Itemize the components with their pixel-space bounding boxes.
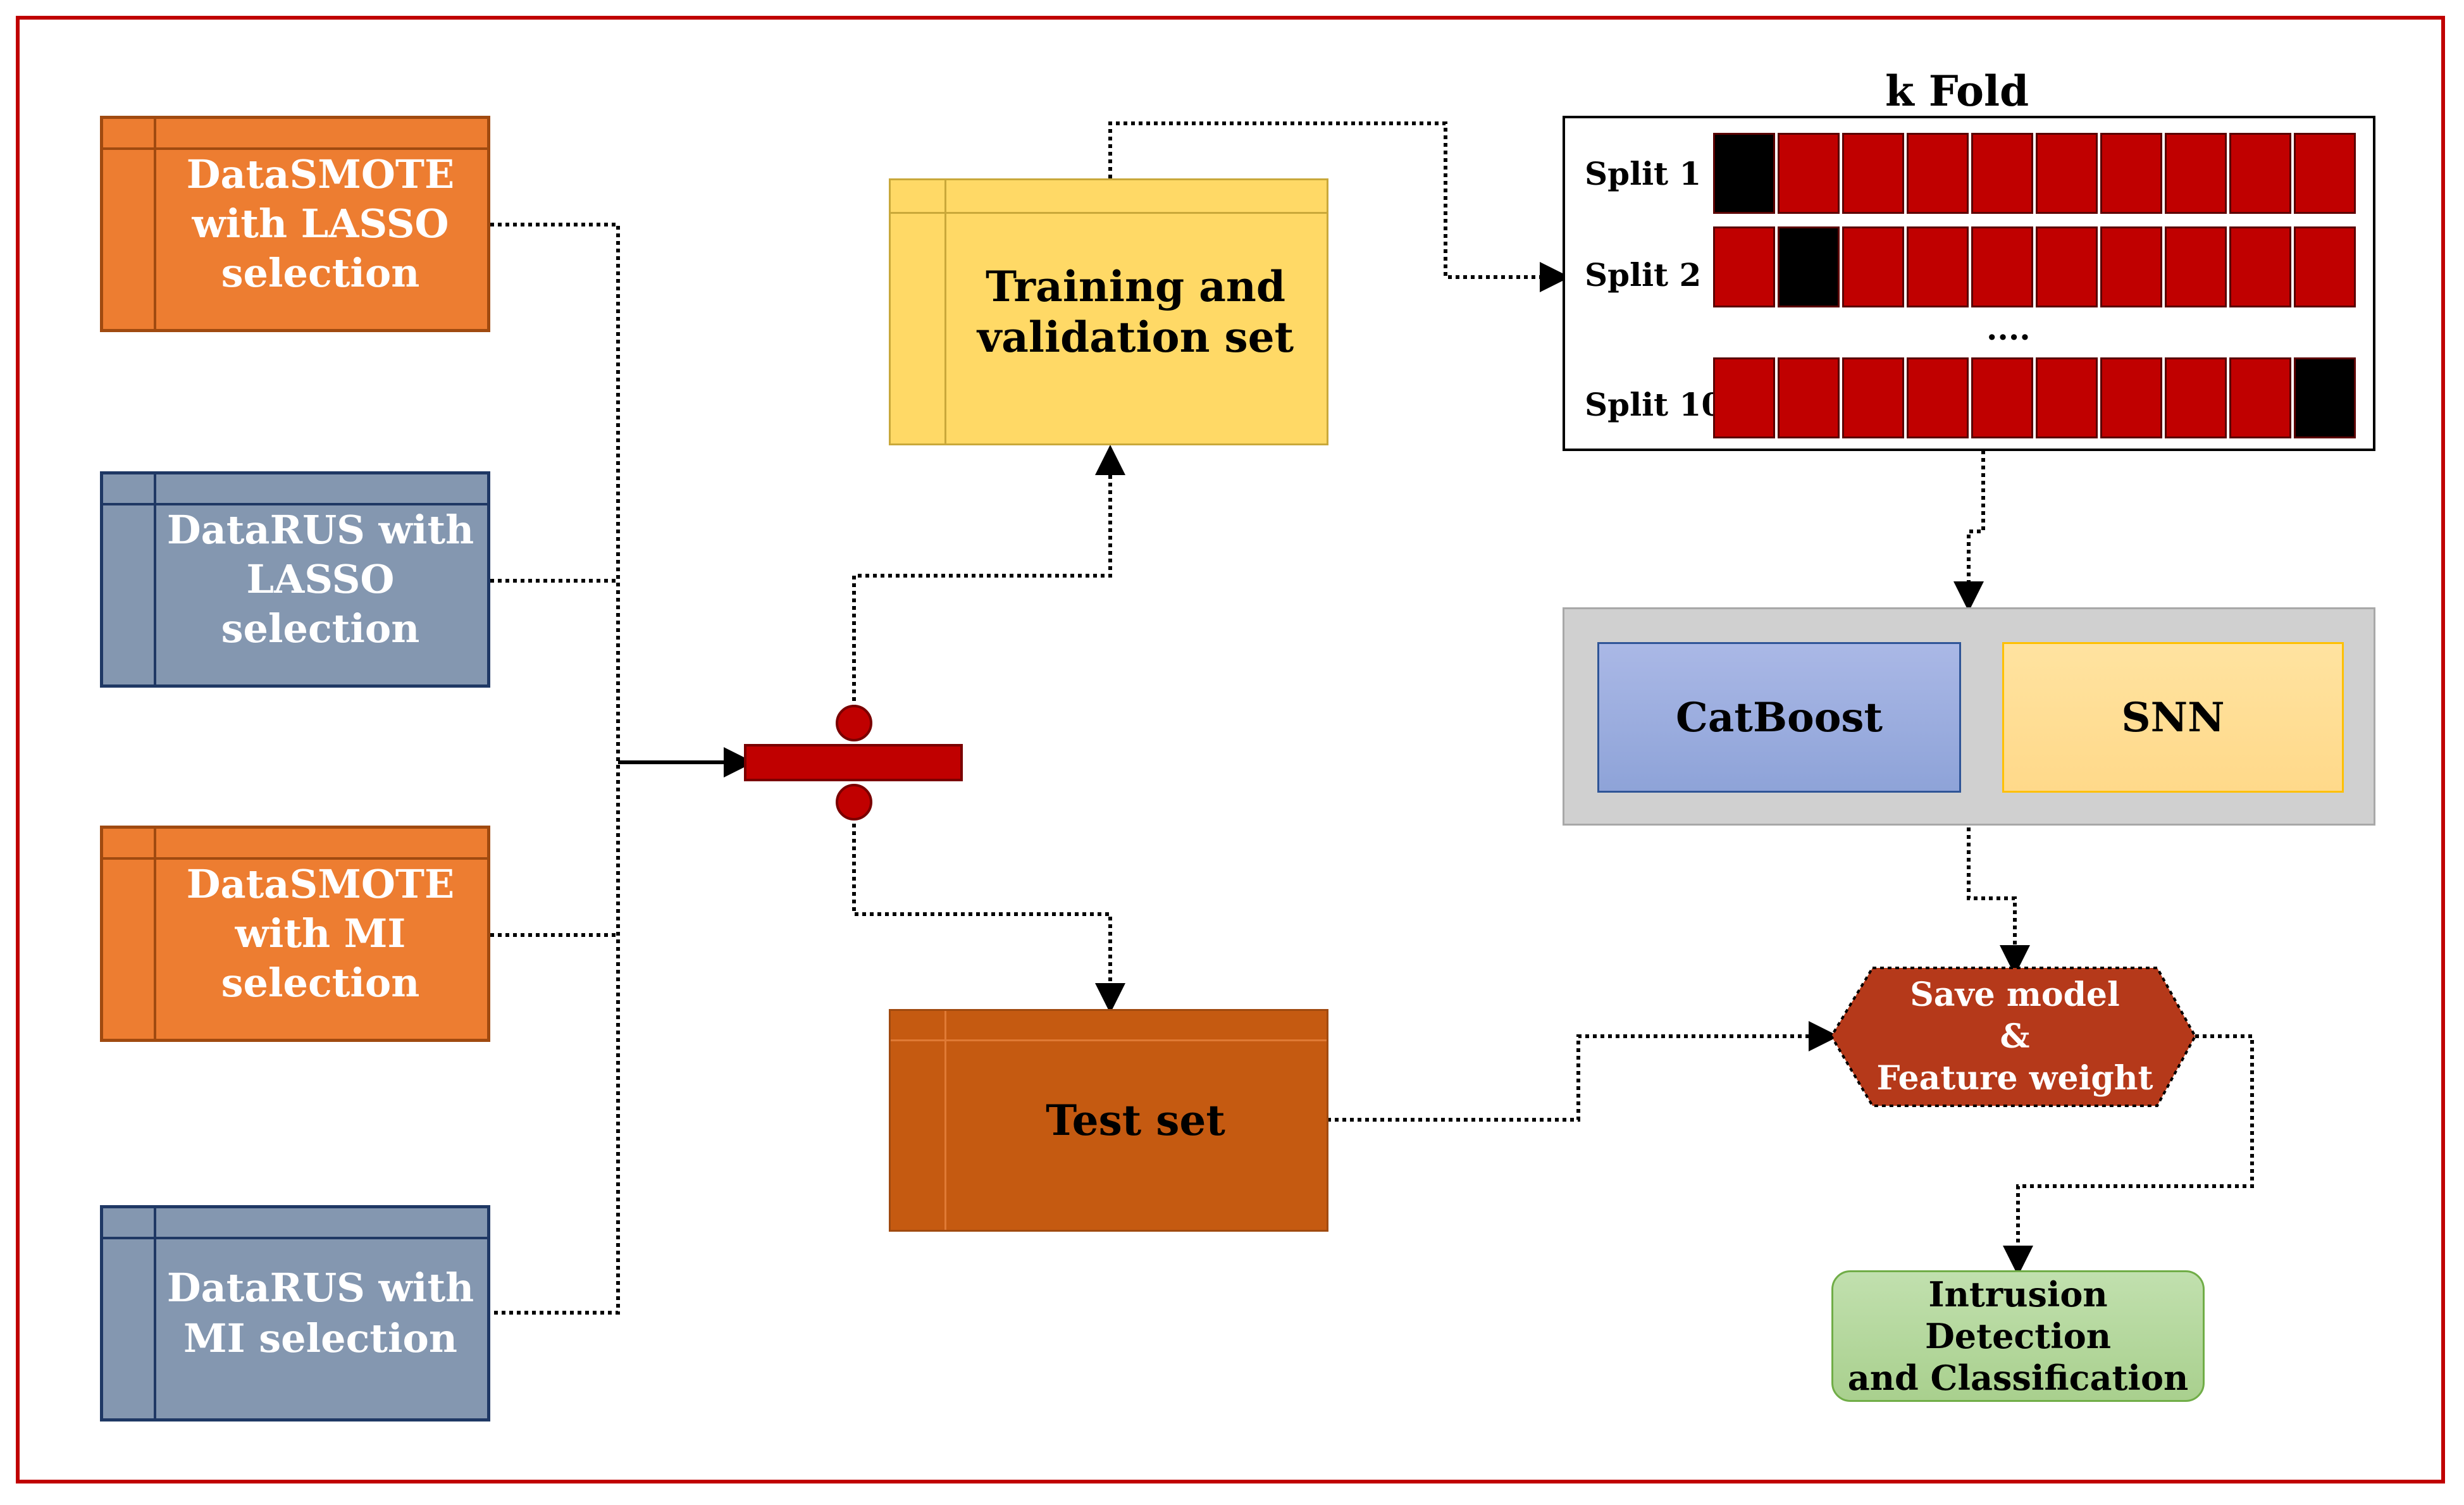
dataset-line: DataRUS with (166, 507, 474, 553)
dataset-line: DataRUS with (166, 1265, 474, 1311)
arrow-to-training (852, 445, 1125, 709)
dataset-box-smote-lasso: DataSMOTE with LASSO selection (100, 116, 490, 332)
fold-cell (1778, 226, 1840, 307)
split-2-label: Split 2 : (1585, 256, 1724, 294)
dataset-box-rus-mi: DataRUS with MI selection (100, 1205, 490, 1421)
save-model-line: Save model (1910, 975, 2120, 1014)
catboost-box: CatBoost (1597, 642, 1961, 793)
fold-cell (2229, 357, 2291, 438)
fold-cell (1907, 357, 1969, 438)
dataset-line: selection (221, 960, 420, 1006)
test-set-box: Test set (889, 1009, 1328, 1232)
fold-cell (2036, 226, 2098, 307)
output-line: and Classification (1847, 1358, 2189, 1398)
arrow-to-models (1953, 450, 1985, 612)
fold-cell (1971, 133, 2033, 214)
fold-cell (1842, 226, 1904, 307)
fold-cell (2165, 357, 2227, 438)
fold-cell (2229, 226, 2291, 307)
training-validation-box: Training and validation set (889, 178, 1328, 445)
snn-box: SNN (2002, 642, 2344, 793)
save-model-line: Feature weight (1876, 1059, 2153, 1098)
save-model-hexagon (1829, 967, 2197, 1107)
fold-cell (1713, 226, 1775, 307)
dataset-line: LASSO (246, 556, 395, 602)
dataset-line: MI selection (183, 1315, 457, 1361)
fold-cell (1842, 133, 1904, 214)
fold-cell (2100, 133, 2162, 214)
snn-label: SNN (2121, 693, 2225, 741)
arrow-to-kfold (1108, 121, 1570, 292)
fold-cell (1971, 226, 2033, 307)
arrow-to-test (852, 816, 1125, 1013)
dataset-line: with MI (235, 910, 406, 957)
kfold-title: k Fold (1885, 66, 2029, 116)
splitter-dot-top (836, 705, 872, 741)
splitter-dot-bottom (836, 784, 872, 821)
fold-cell (2100, 226, 2162, 307)
fold-cell (2294, 133, 2356, 214)
dataset-box-smote-mi: DataSMOTE with MI selection (100, 826, 490, 1042)
dataset-line: selection (221, 250, 420, 296)
fold-cell (2165, 133, 2227, 214)
fold-cell (2036, 357, 2098, 438)
dataset-line: DataSMOTE (186, 861, 455, 907)
save-model-text: Save model & Feature weight (1873, 968, 2157, 1106)
split-1-label: Split 1 : (1585, 155, 1724, 192)
fold-cell (1778, 133, 1840, 214)
arrow-test-to-save (1327, 1021, 1839, 1122)
fold-cell (1971, 357, 2033, 438)
fold-cell (1842, 357, 1904, 438)
test-set-label: Test set (1046, 1096, 1225, 1145)
dataset-line: with LASSO (192, 201, 449, 247)
diagram-frame (16, 16, 2445, 1483)
fold-cell (1778, 357, 1840, 438)
intrusion-detection-box: Intrusion Detection and Classification (1831, 1270, 2205, 1402)
fold-cell (1713, 357, 1775, 438)
arrow-to-save (1967, 827, 2030, 975)
training-line: Training and (985, 262, 1285, 311)
fold-cell (1713, 133, 1775, 214)
fold-cell (2229, 133, 2291, 214)
fold-cell (2294, 226, 2356, 307)
dataset-line: DataSMOTE (186, 151, 455, 197)
kfold-ellipsis: .... (1986, 310, 2031, 347)
fold-cell (2294, 357, 2356, 438)
splitter-bar (744, 744, 963, 781)
collector-line-top-bottom (490, 223, 620, 1315)
save-model-line: & (2000, 1017, 2030, 1056)
fold-cell (1907, 226, 1969, 307)
fold-cell (2036, 133, 2098, 214)
output-line: Intrusion Detection (1924, 1274, 2112, 1356)
arrow-to-output (2003, 1034, 2254, 1276)
training-line: validation set (977, 313, 1294, 362)
fold-cell (2100, 357, 2162, 438)
fold-cell (2165, 226, 2227, 307)
dataset-box-rus-lasso: DataRUS with LASSO selection (100, 471, 490, 688)
catboost-label: CatBoost (1675, 693, 1883, 741)
dataset-line: selection (221, 605, 420, 652)
fold-cell (1907, 133, 1969, 214)
